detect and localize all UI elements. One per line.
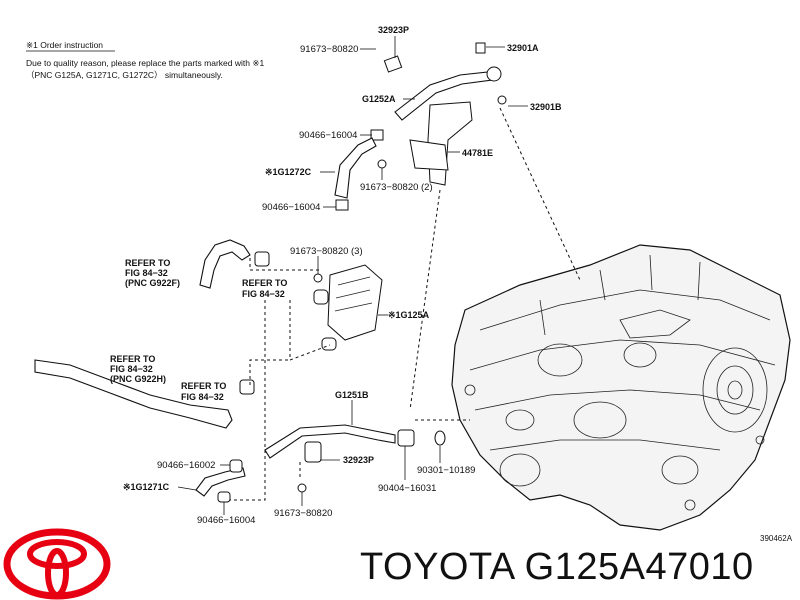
label-91673-80820-3: 91673−80820 (3): [290, 246, 363, 257]
label-90466-16002: 90466−16002: [157, 460, 215, 471]
pipe-g1251b: [264, 424, 396, 493]
leader-lines: [177, 36, 528, 515]
figure-id: 390462A: [760, 534, 793, 543]
refer1-line-2: FIG 84−32: [125, 268, 168, 278]
refer3-line-2: FIG 84−32: [110, 364, 153, 374]
label-90466-16004-c: 90466−16004: [197, 515, 255, 526]
transmission-assembly: [451, 244, 791, 531]
hose-left-lower: [34, 359, 255, 429]
note-line-1: Due to quality reason, please replace th…: [26, 58, 264, 68]
note-line-2: （PNC G125A, G1271C, G1272C） simultaneous…: [26, 70, 223, 80]
label-90404-16031: 90404−16031: [378, 483, 436, 494]
part-labels: 32923P 91673−80820 32901A G1252A 32901B …: [110, 25, 793, 543]
bracket-44781e: [370, 101, 473, 186]
label-32901a: 32901A: [507, 43, 539, 53]
note-heading: ※1 Order instruction: [26, 40, 103, 50]
label-g1251b: G1251B: [335, 390, 369, 400]
refer3-line-3: (PNC G922H): [110, 374, 166, 384]
hose-left-upper: [199, 239, 251, 289]
label-g125a: ※1G125A: [388, 310, 430, 320]
refer2-line-2: FIG 84−32: [242, 289, 285, 299]
label-32923p-bottom: 32923P: [343, 455, 374, 465]
label-44781e: 44781E: [462, 148, 493, 158]
refer-note-4: REFER TO FIG 84−32: [181, 381, 226, 402]
order-instruction-note: ※1 Order instruction Due to quality reas…: [26, 40, 264, 80]
refer-note-3: REFER TO FIG 84−32 (PNC G922H): [110, 354, 166, 384]
label-32901b: 32901B: [530, 102, 562, 112]
label-91673-80820-bottom: 91673−80820: [274, 508, 332, 519]
label-g1271c: ※1G1271C: [123, 482, 170, 492]
hose-g1271c: [195, 459, 246, 503]
hose-g1272c: [334, 137, 377, 211]
oil-cooler-g125a: [254, 251, 383, 351]
label-32923p-top: 32923P: [378, 25, 409, 35]
refer3-line-1: REFER TO: [110, 354, 155, 364]
refer1-line-3: (PNC G922F): [125, 278, 180, 288]
toyota-logo-icon: [3, 528, 111, 600]
refer1-line-1: REFER TO: [125, 258, 170, 268]
brand-part-number: TOYOTA G125A47010: [360, 546, 754, 588]
pipe-g1252a: [383, 42, 507, 121]
label-91673-80820-2: 91673−80820 (2): [360, 182, 433, 193]
label-g1272c: ※1G1272C: [265, 167, 312, 177]
label-90301-10189: 90301−10189: [417, 465, 475, 476]
refer4-line-1: REFER TO: [181, 381, 226, 391]
label-91673-80820-top: 91673−80820: [300, 44, 358, 55]
refer2-line-1: REFER TO: [242, 278, 287, 288]
refer-note-1: REFER TO FIG 84−32 (PNC G922F): [125, 258, 180, 288]
label-g1252a: G1252A: [362, 94, 396, 104]
refer4-line-2: FIG 84−32: [181, 392, 224, 402]
dashed-connection-lines: [230, 107, 581, 501]
label-90466-16004-b: 90466−16004: [262, 202, 320, 213]
label-90466-16004-a: 90466−16004: [299, 130, 357, 141]
fitting-90404-16031: [397, 429, 446, 447]
refer-note-2: REFER TO FIG 84−32: [242, 278, 287, 299]
